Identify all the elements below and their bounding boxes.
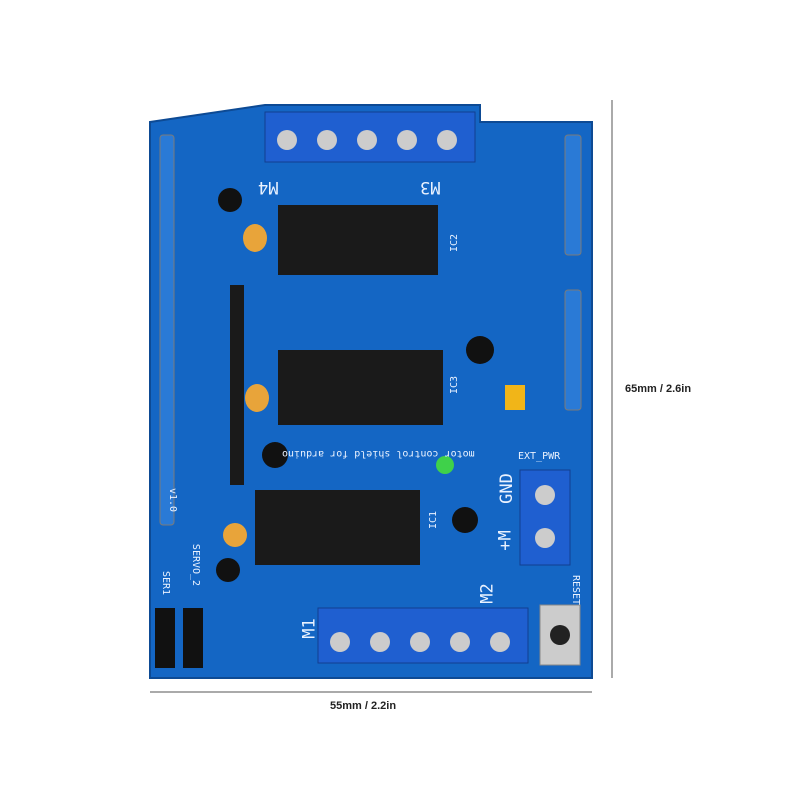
label-ser1: SER1 xyxy=(160,570,172,596)
label-m4: M4 xyxy=(258,177,279,197)
label-reset: RESET xyxy=(570,574,582,606)
width-dimension-label: 55mm / 2.2in xyxy=(330,700,397,712)
dimension-lines xyxy=(150,100,613,693)
label-ext-pwr: EXT_PWR xyxy=(518,451,561,462)
label-plus-m: +M xyxy=(495,530,516,551)
label-m2: M2 xyxy=(477,583,498,604)
label-version: v1.0 xyxy=(167,487,179,513)
label-m1: M1 xyxy=(299,618,320,639)
label-servo-2: SERVO_2 xyxy=(190,543,202,587)
led xyxy=(436,456,454,474)
resistor-network xyxy=(230,285,244,485)
height-dimension-label: 65mm / 2.6in xyxy=(625,383,692,395)
label-gnd: GND xyxy=(496,473,517,504)
jumper xyxy=(505,385,525,410)
terminal-block-bottom xyxy=(317,607,529,664)
label-ic1: IC1 xyxy=(428,510,440,530)
label-m3: M3 xyxy=(420,177,441,197)
label-motor-control-shield: motor control shield for arduino xyxy=(282,448,475,459)
pcb-board xyxy=(149,104,593,679)
terminal-block-ext-pwr xyxy=(519,469,571,566)
terminal-block-top xyxy=(264,111,476,163)
label-ic2: IC2 xyxy=(449,233,461,253)
ic-chips xyxy=(255,205,443,565)
label-ic3: IC3 xyxy=(449,375,461,395)
